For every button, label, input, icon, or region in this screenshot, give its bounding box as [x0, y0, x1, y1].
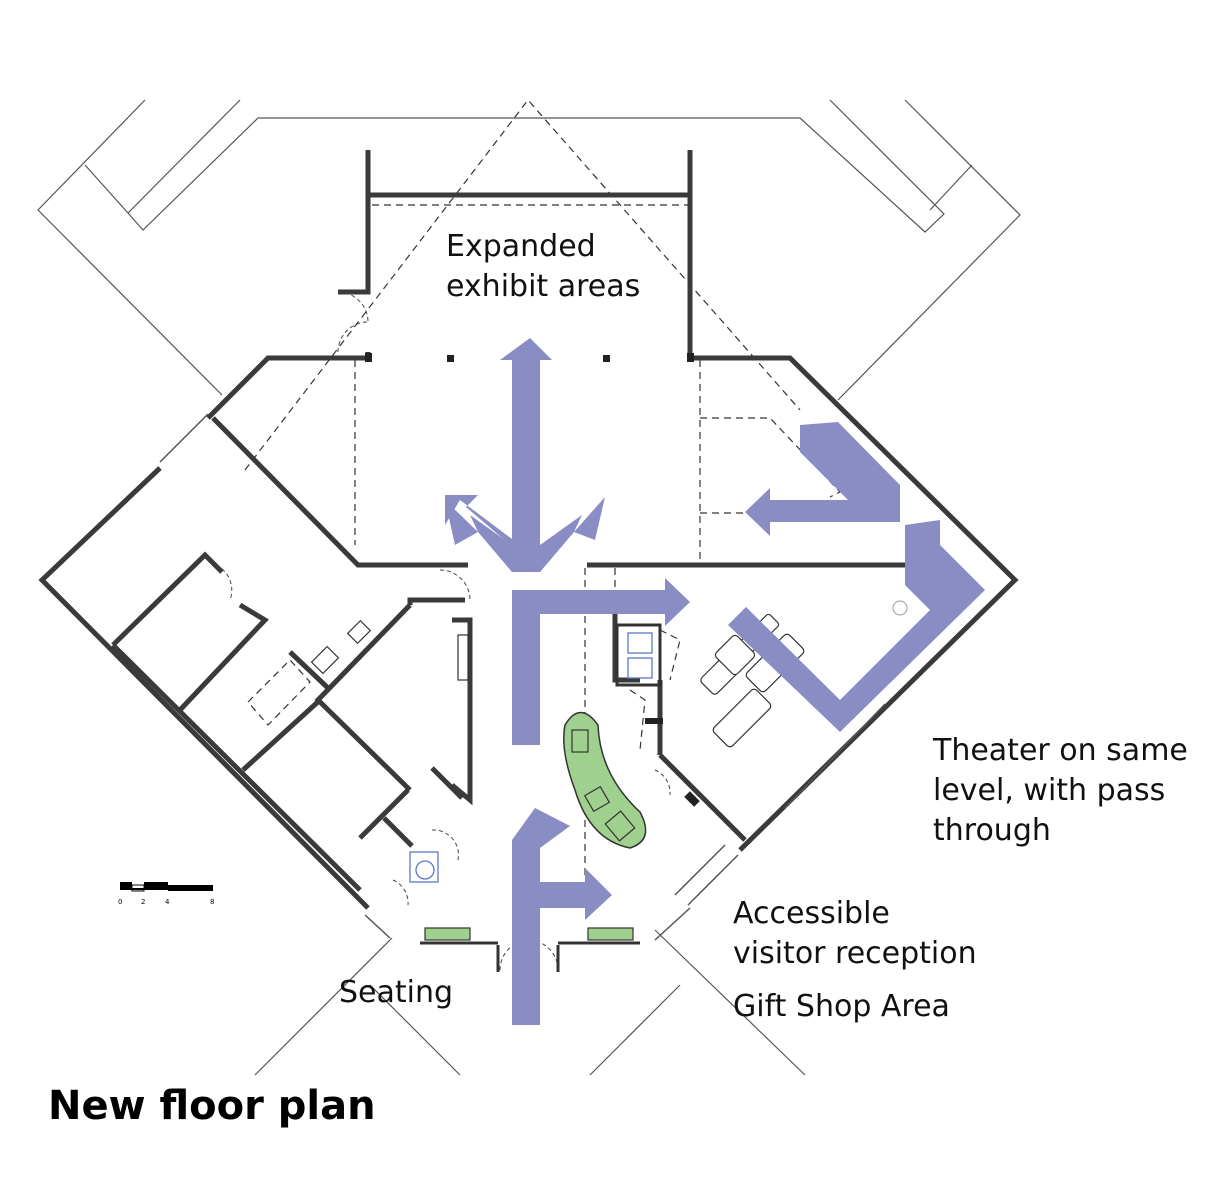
exhibit-label-line2: exhibit areas — [446, 269, 641, 304]
elevator-symbol — [892, 600, 908, 616]
seating-benches — [424, 927, 634, 941]
site-outline — [37, 99, 1021, 1076]
thin-walls — [159, 413, 886, 941]
scale-tick: 0 — [118, 898, 122, 906]
flow-arrow — [500, 338, 552, 545]
scale-tick: 2 — [141, 898, 145, 906]
seating-label: Seating — [339, 975, 454, 1010]
reception-desk-chairs — [571, 729, 636, 842]
flow-arrow — [512, 578, 690, 745]
reception-label-line2: visitor reception — [733, 936, 977, 971]
flow-arrow — [512, 808, 612, 1025]
door-swing — [215, 291, 671, 971]
flow-arrow — [445, 500, 512, 572]
theater-label-line1: Theater on same — [933, 733, 1188, 768]
exhibit-label-line1: Expanded — [446, 229, 596, 264]
flow-arrows — [445, 338, 985, 1025]
flow-arrow — [540, 497, 605, 572]
restroom-block — [615, 623, 662, 687]
scale-tick: 4 — [165, 898, 170, 906]
flow-arrow — [445, 495, 528, 560]
restroom-fixtures — [409, 632, 653, 883]
dashed-roof-lines — [244, 99, 841, 880]
fixtures — [310, 613, 805, 972]
scale-tick: 8 — [210, 898, 214, 906]
flow-arrow — [745, 422, 900, 536]
reception-label-line1: Accessible — [733, 896, 890, 931]
columns — [365, 353, 700, 807]
reception-desk — [563, 711, 647, 849]
theater-label-line3: through — [933, 813, 1051, 848]
page-title: New floor plan — [48, 1083, 376, 1129]
gift-shop-label: Gift Shop Area — [733, 989, 950, 1024]
scale-bar: 0 2 4 8 — [118, 882, 214, 906]
theater-label-line2: level, with pass — [933, 773, 1166, 808]
flow-arrow — [728, 520, 985, 732]
